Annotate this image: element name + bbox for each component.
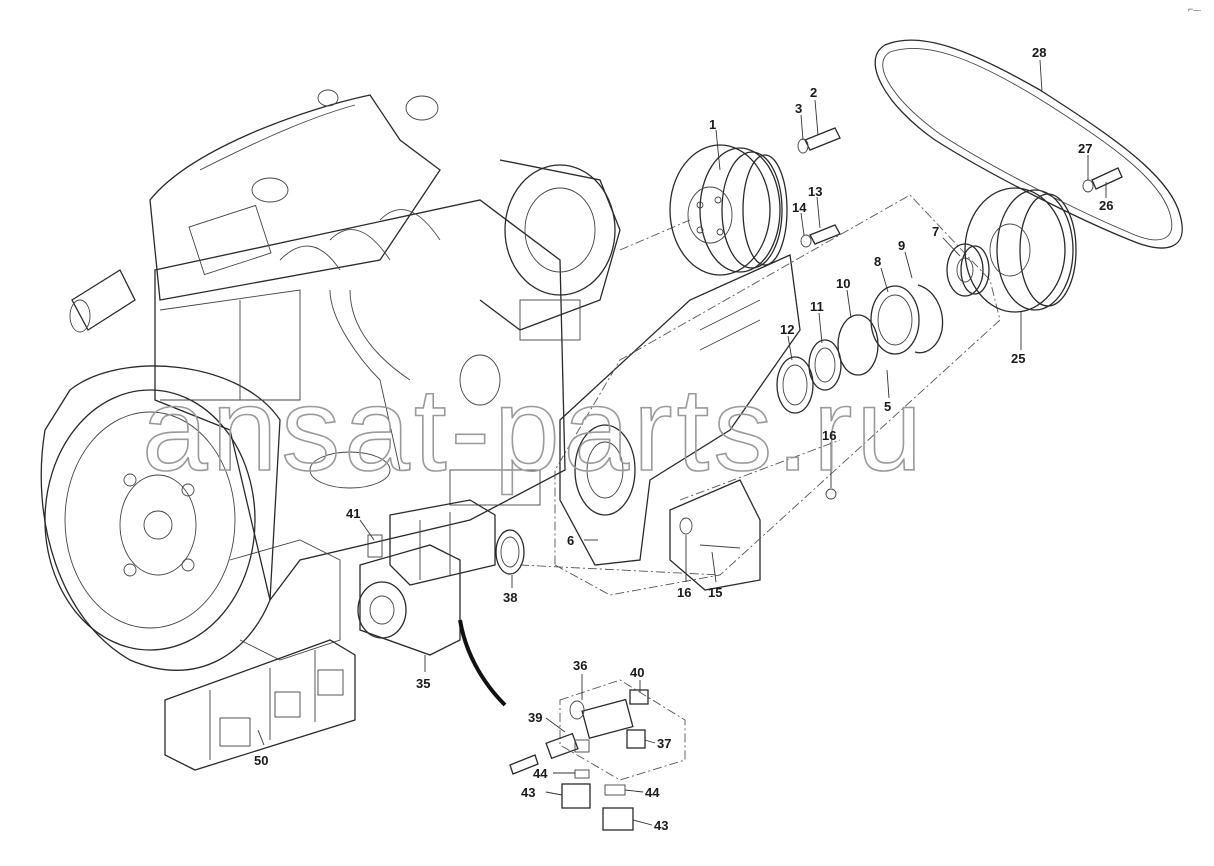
part-label-16-lower: 16: [677, 585, 691, 600]
bolt-26: [1082, 167, 1123, 193]
part-label-13: 13: [808, 184, 822, 199]
part-label-15: 15: [708, 585, 722, 600]
leader-lines: [257, 59, 1107, 826]
part-label-39: 39: [528, 710, 542, 725]
part-label-43-left: 43: [521, 785, 535, 800]
part-label-27: 27: [1078, 141, 1092, 156]
adapter-plate: [669, 479, 837, 591]
part-label-25: 25: [1011, 351, 1025, 366]
mounting-bracket-6: [559, 254, 801, 566]
crank-pulley-1: [669, 144, 788, 276]
group-boundary: [554, 194, 1001, 596]
part-label-35: 35: [416, 676, 430, 691]
seal-ring-38: [495, 529, 525, 575]
part-label-43-right: 43: [654, 818, 668, 833]
part-label-2: 2: [810, 85, 817, 100]
drive-belt-28: [874, 39, 1183, 249]
part-label-11: 11: [810, 299, 824, 314]
part-label-26: 26: [1099, 198, 1113, 213]
part-label-16-upper: 16: [822, 428, 836, 443]
solenoid-valve-group: [509, 679, 686, 831]
part-label-9: 9: [898, 238, 905, 253]
watermark: ansat-parts.ru: [142, 364, 926, 496]
part-label-6: 6: [567, 533, 574, 548]
part-label-8: 8: [874, 254, 881, 269]
bolt-2: [797, 127, 841, 154]
part-label-7: 7: [932, 224, 939, 239]
part-label-5: 5: [884, 399, 891, 414]
bolt-13: [800, 224, 841, 248]
part-label-50: 50: [254, 753, 268, 768]
part-label-40: 40: [630, 665, 644, 680]
part-label-3: 3: [795, 101, 802, 116]
ring-set: [776, 284, 944, 414]
pulley-25: [964, 187, 1077, 313]
part-label-37: 37: [657, 736, 671, 751]
part-label-28: 28: [1032, 45, 1046, 60]
part-label-38: 38: [503, 590, 517, 605]
part-label-10: 10: [836, 276, 850, 291]
part-label-1: 1: [709, 117, 716, 132]
part-label-41: 41: [346, 506, 360, 521]
part-label-12: 12: [780, 322, 794, 337]
part-label-44-left: 44: [533, 766, 548, 781]
engine-assembly: [40, 89, 621, 671]
part-labels: 1 2 3 13 14 28 27 26 7 25 8 9 10 11 12 5…: [254, 45, 1113, 833]
part-label-36: 36: [573, 658, 587, 673]
hydraulic-pump-assembly: [164, 499, 507, 771]
corner-mark: ⌐ ̶ ̶: [1188, 4, 1201, 14]
part-label-44-right: 44: [645, 785, 660, 800]
part-label-14: 14: [792, 200, 807, 215]
